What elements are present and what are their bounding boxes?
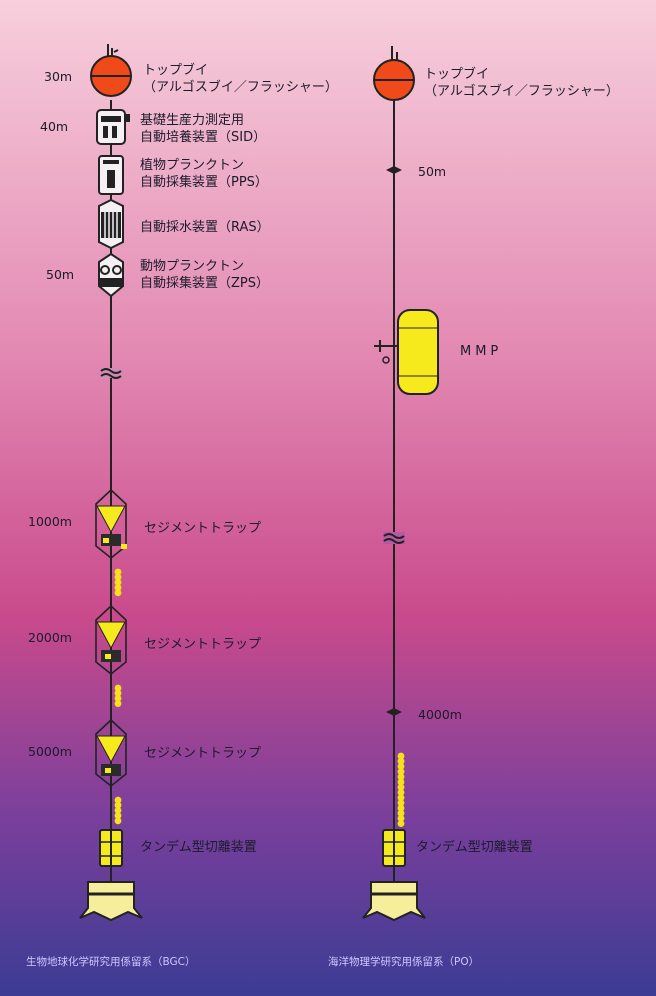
po-float-chain [397,752,405,827]
bgc-top-buoy-label: トップブイ （アルゴスブイ／フラッシャー） [143,62,338,96]
po-release-label: タンデム型切離装置 [416,840,533,855]
po-anchor [362,881,426,922]
float-ball [397,815,405,822]
pps-label-line-2: 自動採集装置（PPS） [140,175,268,190]
po-line-break [383,532,405,544]
bgc-top-buoy [90,44,132,97]
ras-label: 自動採水装置（RAS） [140,220,270,235]
ras-instrument [98,198,124,250]
float-ball [397,820,405,827]
bgc-float-chain-2 [114,684,122,707]
po-50m-marker [386,166,402,174]
float-ball [397,763,405,770]
po-caption: 海洋物理学研究用係留系（PO） [328,956,480,968]
bgc-top-buoy-line-1: トップブイ [143,63,209,78]
float-ball [397,783,405,791]
bgc-depth-40m: 40m [40,119,69,134]
float-ball [114,579,122,586]
po-top-buoy [373,46,415,101]
float-ball [397,789,405,796]
sediment-trap-2-label: セジメントトラップ [144,637,262,652]
float-ball [114,700,122,707]
po-4000m-marker [386,708,402,716]
float-ball [397,794,405,801]
zps-instrument [98,252,124,298]
bgc-depth-50m: 50m [46,267,75,282]
bgc-release-label: タンデム型切離装置 [140,840,257,855]
sediment-trap-2 [95,604,127,676]
mmp-label: MMP [460,344,503,359]
po-top-buoy-label: トップブイ （アルゴスブイ／フラッシャー） [424,66,619,100]
bgc-float-chain-1 [114,568,122,597]
sediment-trap-3-label: セジメントトラップ [144,746,262,761]
po-depth-50m: 50m [418,164,447,179]
sid-label: 基礎生産力測定用 自動培養装置（SID） [140,112,266,146]
float-ball [397,768,405,775]
pps-label-line-1: 植物プランクトン [140,158,245,173]
float-ball [397,799,405,807]
float-ball [114,584,122,591]
float-ball [114,695,122,702]
bgc-depth-5000m: 5000m [28,744,72,759]
float-ball [397,752,405,760]
pps-instrument [98,155,124,195]
sediment-trap-1 [95,488,127,560]
bgc-depth-2000m: 2000m [28,630,72,645]
sid-label-line-2: 自動培養装置（SID） [140,130,267,145]
bgc-tandem-release [99,829,123,867]
float-ball [114,689,122,697]
zps-label: 動物プランクトン 自動採集装置（ZPS） [140,258,269,292]
po-tandem-release [382,829,406,867]
pps-label: 植物プランクトン 自動採集装置（PPS） [140,157,268,191]
bgc-line-break [100,368,122,379]
float-ball [114,817,122,825]
float-ball [114,568,122,576]
float-ball [114,573,122,581]
mmp-profiler [374,309,439,395]
bgc-top-buoy-line-2: （アルゴスブイ／フラッシャー） [143,80,338,95]
float-ball [114,589,122,597]
bgc-anchor [79,881,143,922]
sediment-trap-1-label: セジメントトラップ [144,521,262,536]
bgc-float-chain-3 [114,796,122,825]
float-ball [114,812,122,819]
sediment-trap-3 [95,718,127,788]
float-ball [114,684,122,692]
float-ball [397,809,405,817]
po-top-buoy-line-2: （アルゴスブイ／フラッシャー） [424,84,619,99]
bgc-depth-30m: 30m [44,69,73,84]
po-top-buoy-line-1: トップブイ [424,67,490,82]
po-depth-4000m: 4000m [418,707,462,722]
float-ball [114,807,122,814]
float-ball [397,778,405,786]
sid-label-line-1: 基礎生産力測定用 [140,113,245,128]
bgc-depth-1000m: 1000m [28,514,72,529]
float-ball [397,804,405,812]
zps-label-line-2: 自動採集装置（ZPS） [140,276,269,291]
float-ball [397,757,405,765]
float-ball [114,796,122,804]
float-ball [397,773,405,781]
zps-label-line-1: 動物プランクトン [140,259,245,274]
float-ball [114,801,122,809]
sid-instrument [96,109,130,145]
bgc-caption: 生物地球化学研究用係留系（BGC） [26,956,196,968]
